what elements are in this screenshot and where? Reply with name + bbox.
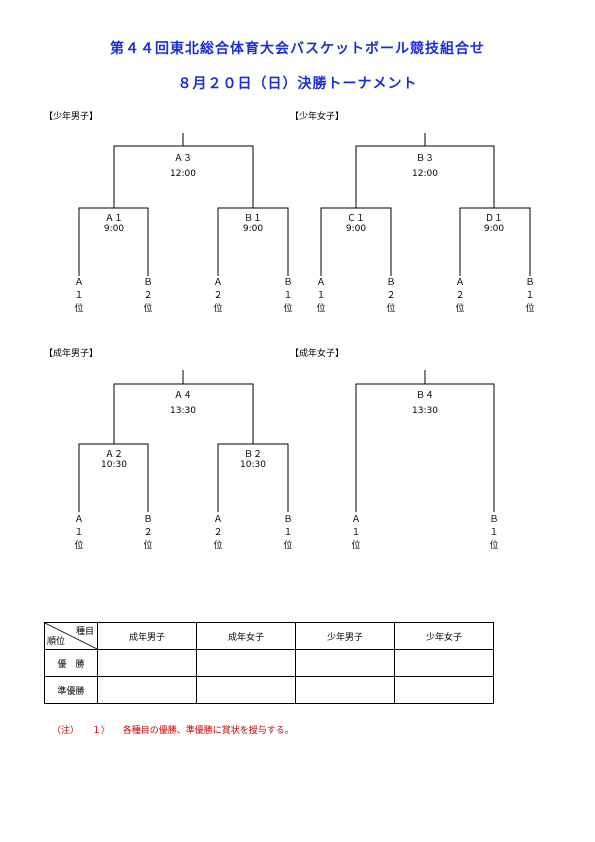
diagonal-line <box>45 623 97 649</box>
table-header-row: 種目 順位 成年男子 成年女子 少年男子 少年女子 <box>44 622 494 650</box>
footnote: （注） １） 各種目の優勝、準優勝に賞状を授与する。 <box>52 723 304 736</box>
match-name: Ａ３ <box>173 154 193 164</box>
table-row: 優 勝 <box>44 649 494 677</box>
match-name: Ｂ４ <box>415 391 435 401</box>
match-time: 9:00 <box>103 224 125 234</box>
corner-label-category: 種目 <box>75 627 94 637</box>
match-time: 12:00 <box>170 169 196 179</box>
row-header: 優 勝 <box>44 649 98 677</box>
bracket-boys-youth <box>78 133 289 276</box>
table-row: 準優勝 <box>44 676 494 704</box>
match-name: Ｃ１ <box>346 214 366 224</box>
match-time: 12:00 <box>412 169 438 179</box>
match-time: 10:30 <box>240 460 266 470</box>
match-time: 9:00 <box>483 224 505 234</box>
bracket-men-adult <box>78 370 289 512</box>
bracket-girls-youth <box>320 133 531 276</box>
match-name: Ｂ１ <box>243 214 263 224</box>
match-name: Ｂ３ <box>415 154 435 164</box>
column-header: 成年男子 <box>97 622 197 650</box>
document-subtitle: ８月２０日（日）決勝トーナメント <box>177 76 418 92</box>
table-cell <box>196 649 296 677</box>
corner-label-rank: 順位 <box>47 637 66 647</box>
table-cell <box>394 649 494 677</box>
match-name: Ａ１ <box>104 214 124 224</box>
match-name: Ａ２ <box>104 450 124 460</box>
match-time: 10:30 <box>101 460 127 470</box>
bracket-women-adult <box>355 370 495 512</box>
section-label-women-adult: 【成年女子】 <box>290 349 345 359</box>
match-time: 9:00 <box>242 224 264 234</box>
match-name: Ｂ２ <box>243 450 263 460</box>
match-time: 9:00 <box>345 224 367 234</box>
results-table: 種目 順位 成年男子 成年女子 少年男子 少年女子 優 勝 準優勝 <box>44 622 494 704</box>
match-name: Ａ４ <box>173 391 193 401</box>
table-cell <box>295 676 395 704</box>
row-header: 準優勝 <box>44 676 98 704</box>
table-cell <box>97 649 197 677</box>
note-text: 各種目の優勝、準優勝に賞状を授与する。 <box>122 726 294 736</box>
column-header: 少年女子 <box>394 622 494 650</box>
document-title: 第４４回東北総合体育大会バスケットボール競技組合せ <box>110 41 485 57</box>
note-prefix: （注） <box>52 726 80 736</box>
match-time: 13:30 <box>170 406 196 416</box>
match-name: Ｄ１ <box>484 214 504 224</box>
section-label-boys-youth: 【少年男子】 <box>44 112 99 122</box>
column-header: 少年男子 <box>295 622 395 650</box>
table-cell <box>196 676 296 704</box>
column-header: 成年女子 <box>196 622 296 650</box>
table-cell <box>97 676 197 704</box>
section-label-men-adult: 【成年男子】 <box>44 349 99 359</box>
table-corner-cell: 種目 順位 <box>44 622 98 650</box>
note-number: １） <box>91 726 110 736</box>
table-cell <box>394 676 494 704</box>
table-cell <box>295 649 395 677</box>
match-time: 13:30 <box>412 406 438 416</box>
section-label-girls-youth: 【少年女子】 <box>290 112 345 122</box>
